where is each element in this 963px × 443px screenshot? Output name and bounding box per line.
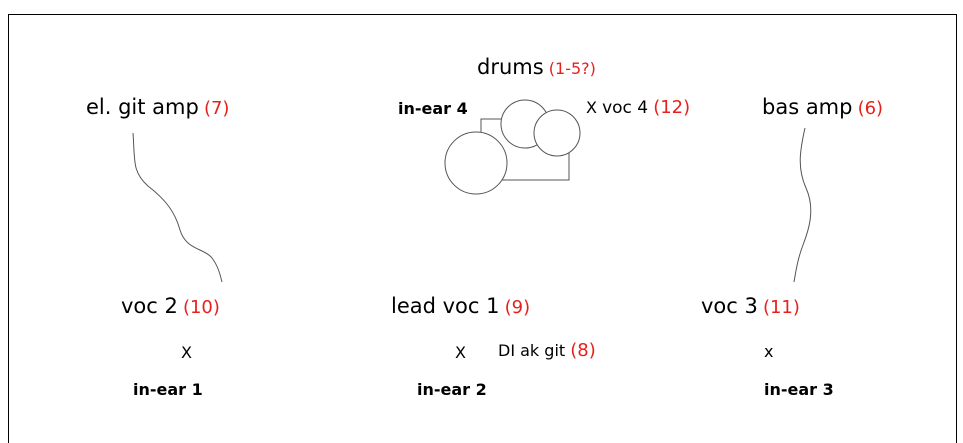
voc-3-label: voc 3 (11) — [701, 296, 800, 317]
drums-channel: (1-5?) — [548, 59, 596, 78]
stage-frame — [8, 14, 957, 443]
di-ak-git-name: DI ak git — [498, 341, 566, 360]
voc-4-mark: X — [586, 98, 597, 117]
voc-3-position-mark: x — [764, 342, 774, 361]
voc-2-channel: (10) — [182, 297, 220, 318]
el-git-amp-cable — [132, 132, 223, 283]
di-ak-git-channel: (8) — [570, 340, 596, 361]
lead-voc-1-channel: (9) — [504, 297, 531, 318]
in-ear-3-label: in-ear 3 — [764, 380, 834, 399]
el-git-amp-label: el. git amp (7) — [86, 97, 229, 118]
el-git-amp-name: el. git amp — [86, 95, 199, 119]
drum-bass-drum — [444, 131, 508, 195]
bas-amp-cable — [793, 127, 812, 283]
voc-3-channel: (11) — [762, 297, 800, 318]
bas-amp-label: bas amp (6) — [762, 97, 883, 118]
lead-voc-1-name: lead voc 1 — [391, 294, 500, 318]
voc-4-name: voc 4 — [602, 98, 649, 118]
lead-voc-1-label: lead voc 1 (9) — [391, 296, 530, 317]
bas-amp-channel: (6) — [857, 98, 884, 119]
in-ear-1-label: in-ear 1 — [133, 380, 203, 399]
bas-amp-name: bas amp — [762, 95, 853, 119]
in-ear-2-label: in-ear 2 — [417, 380, 487, 399]
drum-tom-2 — [533, 109, 581, 157]
in-ear-4-label: in-ear 4 — [398, 99, 468, 118]
voc-2-position-mark: X — [181, 343, 192, 362]
voc-4-channel: (12) — [653, 97, 691, 118]
lead-voc-position-mark: X — [455, 343, 466, 362]
voc-4-label: X voc 4 (12) — [586, 99, 690, 117]
voc-2-label: voc 2 (10) — [121, 296, 220, 317]
el-git-amp-channel: (7) — [203, 98, 230, 119]
drums-label: drums (1-5?) — [477, 57, 596, 78]
di-ak-git-label: DI ak git (8) — [498, 342, 596, 360]
drums-name: drums — [477, 55, 544, 79]
voc-2-name: voc 2 — [121, 294, 178, 318]
voc-3-name: voc 3 — [701, 294, 758, 318]
